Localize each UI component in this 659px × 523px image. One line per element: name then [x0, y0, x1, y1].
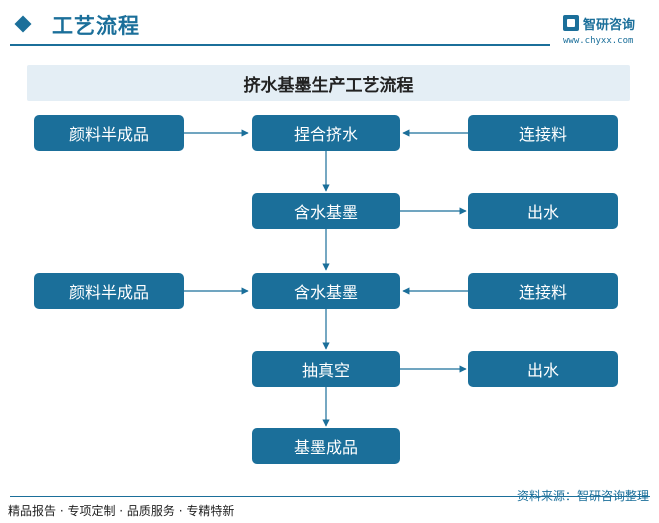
- node-pigment-semi-1: 颜料半成品: [34, 115, 184, 151]
- node-binder-1: 连接料: [468, 115, 618, 151]
- node-pigment-semi-2: 颜料半成品: [34, 273, 184, 309]
- node-water-ink-2: 含水基墨: [252, 273, 400, 309]
- node-knead-squeeze: 捏合挤水: [252, 115, 400, 151]
- brand-url: www.chyxx.com: [563, 36, 634, 46]
- node-water-ink-1: 含水基墨: [252, 193, 400, 229]
- diamond-icon: [14, 15, 32, 33]
- node-water-out-2: 出水: [468, 351, 618, 387]
- page-header: 工艺流程 智研咨询 www.chyxx.com: [0, 0, 659, 52]
- page-title: 工艺流程: [52, 14, 140, 38]
- node-water-out-1: 出水: [468, 193, 618, 229]
- diagram-title-band: 挤水基墨生产工艺流程: [27, 65, 630, 101]
- footer-tagline: 精品报告 · 专项定制 · 品质服务 · 专精特新: [8, 504, 235, 518]
- diagram-title: 挤水基墨生产工艺流程: [243, 75, 414, 96]
- node-finished-ink: 基墨成品: [252, 428, 400, 464]
- brand-name: 智研咨询: [583, 18, 636, 33]
- node-binder-2: 连接料: [468, 273, 618, 309]
- node-vacuum: 抽真空: [252, 351, 400, 387]
- footer-divider: [10, 496, 650, 497]
- header-divider: [10, 44, 550, 46]
- brand-logo-icon: [563, 15, 579, 31]
